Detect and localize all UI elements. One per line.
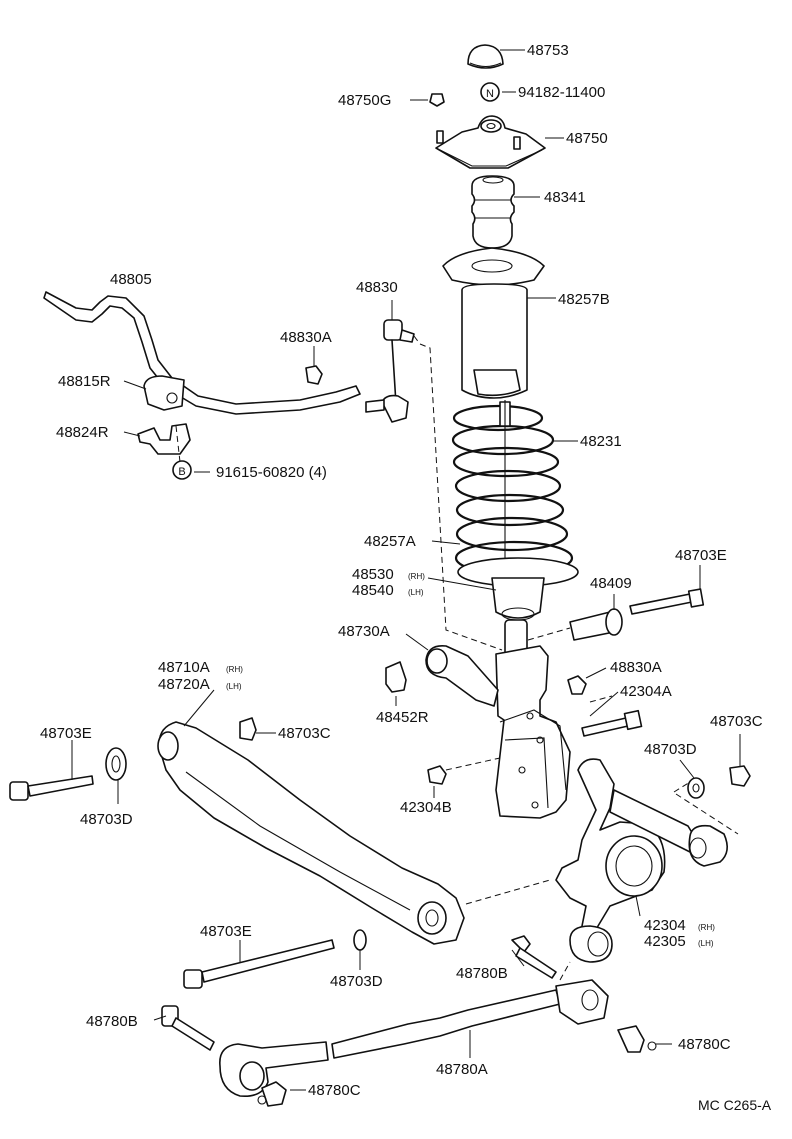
part-42304B-nut: [427, 765, 447, 785]
label-42304A: 42304A: [620, 683, 672, 700]
part-48452R-bushing: [385, 661, 407, 693]
label-48830A-mid: 48830A: [610, 659, 662, 676]
label-48780C-bottom: 48780C: [308, 1082, 361, 1099]
part-48257B-spring-seat-boot: [442, 247, 545, 399]
label-42304: 42304: [644, 917, 686, 934]
part-48830-link: [365, 319, 415, 423]
part-48730A-link: [425, 644, 499, 707]
part-48703E-bolt-left: [9, 775, 94, 801]
label-48530: 48530: [352, 566, 394, 583]
part-48805-stabilizer-bar: [43, 291, 361, 415]
label-48703E-low: 48703E: [200, 923, 252, 940]
label-48530-rh: (RH): [408, 572, 425, 581]
label-48815R: 48815R: [58, 373, 111, 390]
label-48805: 48805: [110, 271, 152, 288]
label-48730A: 48730A: [338, 623, 390, 640]
label-48409: 48409: [590, 575, 632, 592]
part-48780B-bolt-mid: [511, 935, 557, 979]
part-48409-bushing: [569, 608, 623, 641]
label-48703C-right: 48703C: [710, 713, 763, 730]
part-42304A-bolt: [581, 709, 643, 737]
part-48780C-nut-bottom: [257, 1081, 287, 1107]
label-48780B-left: 48780B: [86, 1013, 138, 1030]
label-48780A: 48780A: [436, 1061, 488, 1078]
label-48710A-rh: (RH): [226, 665, 243, 674]
part-48703E-bolt-right: [629, 588, 705, 615]
part-48753-cap: [467, 44, 504, 69]
part-48231-coil-spring: [451, 400, 574, 576]
part-48780B-bolt-left: [161, 1005, 215, 1051]
label-48703D-left: 48703D: [80, 811, 133, 828]
label-48720A: 48720A: [158, 676, 210, 693]
label-42305: 42305: [644, 933, 686, 950]
part-48703E-bolt-low: [183, 939, 335, 989]
label-48720A-lh: (LH): [226, 682, 242, 691]
part-48703C-nut-mid: [239, 717, 257, 741]
part-48703C-nut-right: [729, 765, 751, 787]
part-lateral-link-right: [609, 789, 728, 867]
part-48824R-bracket: [137, 423, 191, 455]
part-48750-upper-support: [435, 115, 546, 169]
label-48830: 48830: [356, 279, 398, 296]
part-48257A-lower-spring-seat: [457, 557, 579, 621]
label-94182-11400: 94182-11400: [518, 84, 605, 101]
label-48540-lh: (LH): [408, 588, 424, 597]
marker-b-text: B: [178, 466, 185, 478]
leader-lines: [71, 49, 741, 1091]
part-48703D-washer-low: [353, 929, 367, 951]
label-48540: 48540: [352, 582, 394, 599]
label-48830A-top: 48830A: [280, 329, 332, 346]
label-48703E-left: 48703E: [40, 725, 92, 742]
label-48257B: 48257B: [558, 291, 610, 308]
part-48830A-nut-mid: [567, 675, 587, 695]
part-48780A-strut-rod: [219, 979, 609, 1098]
part-48530-48540-shock-absorber: [495, 619, 571, 819]
label-48780B-mid: 48780B: [456, 965, 508, 982]
alignment-lines: [175, 335, 739, 981]
label-48231: 48231: [580, 433, 622, 450]
label-48750G: 48750G: [338, 92, 391, 109]
part-48750G-nut: [429, 93, 445, 107]
part-48341-bumper: [471, 175, 515, 249]
label-42304B: 42304B: [400, 799, 452, 816]
label-48750: 48750: [566, 130, 608, 147]
part-42304-42305-axle-carrier: [555, 758, 666, 963]
labels: 48753 48750G 94182-11400 48750 48341 488…: [40, 42, 772, 1113]
part-48815R-bushing: [143, 375, 185, 411]
part-48780C-nut-right: [617, 1025, 657, 1053]
label-48703D-low: 48703D: [330, 973, 383, 990]
label-48341: 48341: [544, 189, 586, 206]
label-48753: 48753: [527, 42, 569, 59]
marker-n: N: [480, 82, 500, 102]
part-48830A-nut-top: [305, 365, 323, 385]
marker-n-text: N: [486, 88, 494, 100]
label-48703C-mid: 48703C: [278, 725, 331, 742]
label-42304-rh: (RH): [698, 923, 715, 932]
label-48703E-right: 48703E: [675, 547, 727, 564]
part-48703D-washer-right: [687, 777, 705, 799]
label-48452R: 48452R: [376, 709, 429, 726]
label-48257A: 48257A: [364, 533, 416, 550]
diagram-reference: MC C265-A: [698, 1097, 772, 1113]
label-48824R: 48824R: [56, 424, 109, 441]
label-91615-60820: 91615-60820 (4): [216, 464, 327, 481]
label-42305-lh: (LH): [698, 939, 714, 948]
label-48780C-right: 48780C: [678, 1036, 731, 1053]
label-48710A: 48710A: [158, 659, 210, 676]
label-48703D-right: 48703D: [644, 741, 697, 758]
marker-b: B: [172, 460, 192, 480]
part-48703D-washer-left: [105, 747, 127, 781]
part-48710A-48720A-suspension-arm: [157, 721, 465, 945]
